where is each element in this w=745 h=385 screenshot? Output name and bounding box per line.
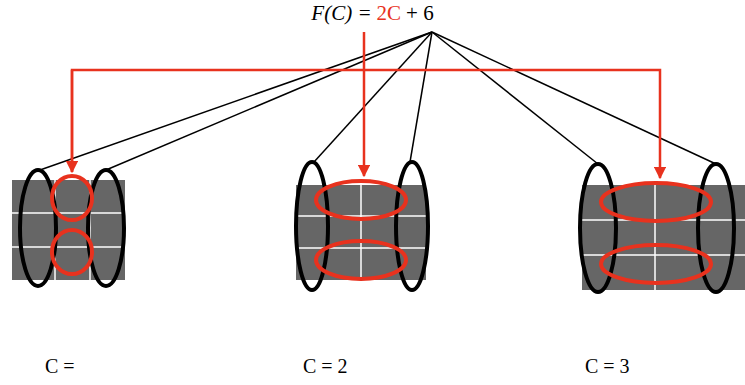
fan-lines [40, 32, 716, 170]
formula: F(C) = 2C+ 6 [0, 2, 745, 25]
grid [12, 180, 125, 280]
tube-figure [12, 170, 125, 286]
figure-caption: C = 2 [303, 355, 348, 377]
figure-caption: C = 3 [585, 355, 630, 377]
formula-part: + 6 [406, 2, 434, 25]
figure-caption: C = [45, 355, 75, 377]
tube-figure [296, 162, 428, 290]
formula-part: F(C) = [311, 2, 371, 25]
tube-figure [580, 164, 745, 292]
red-arrows [72, 32, 660, 178]
formula-part: 2C [377, 2, 402, 25]
